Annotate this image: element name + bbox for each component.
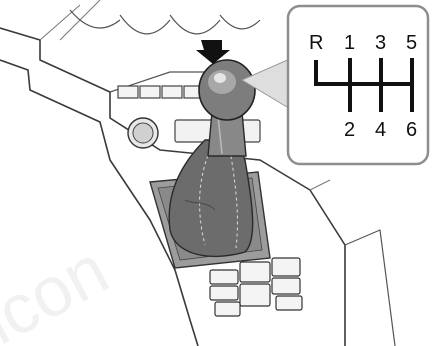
watermark-text: icon [0, 230, 120, 346]
gear-label-reverse: R [309, 32, 323, 54]
control-buttons [210, 258, 302, 316]
gear-knob [199, 60, 255, 120]
gear-label-1: 1 [344, 32, 355, 54]
gear-label-3: 3 [375, 32, 386, 54]
gear-label-6: 6 [406, 119, 417, 141]
gear-boot [169, 140, 252, 256]
rotary-knob [128, 118, 158, 148]
gear-label-5: 5 [406, 32, 417, 54]
air-vents [70, 10, 260, 34]
gear-label-4: 4 [375, 119, 386, 141]
gear-label-2: 2 [344, 119, 355, 141]
shift-pattern-inset: R 1 3 5 2 4 6 [288, 6, 428, 164]
